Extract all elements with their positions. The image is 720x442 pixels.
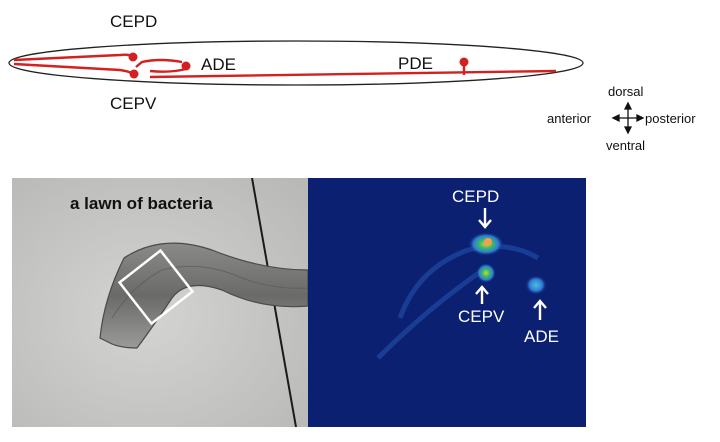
fluor-ade-label: ADE — [524, 327, 559, 346]
compass-anterior-label: anterior — [547, 111, 592, 126]
pde-neuron-soma — [459, 57, 469, 67]
cepd-neuron-soma — [128, 52, 138, 62]
cepd-arrow-icon — [478, 208, 492, 229]
compass-posterior-label: posterior — [645, 111, 696, 126]
cepv-arrow-icon — [475, 285, 489, 304]
ade-neuron-process — [135, 58, 187, 73]
pde-neuron-process — [149, 69, 557, 79]
fluor-cepv-label: CEPV — [458, 307, 505, 326]
ade-neuron-soma — [181, 61, 191, 71]
pde-label: PDE — [398, 54, 433, 73]
ade-label: ADE — [201, 55, 236, 74]
brightfield-photo: a lawn of bacteria — [12, 178, 308, 427]
cepv-neuron-soma — [129, 69, 139, 79]
cepv-signal — [476, 263, 496, 283]
ade-arrow-icon — [533, 299, 547, 320]
fluorescence-image — [308, 178, 586, 427]
ade-signal — [525, 275, 547, 295]
brightfield-image — [12, 178, 308, 427]
worm-schematic — [8, 40, 645, 135]
region-of-interest-box — [117, 248, 195, 326]
cepd-neuron-process — [13, 53, 133, 62]
compass-arrows-icon — [611, 101, 645, 135]
cepd-label: CEPD — [110, 12, 158, 31]
worm-autofluorescence — [376, 243, 540, 360]
worm-body-outline — [8, 40, 584, 86]
compass-dorsal-label: dorsal — [608, 84, 644, 99]
photo-caption: a lawn of bacteria — [70, 194, 213, 213]
cepv-label: CEPV — [110, 94, 157, 113]
compass-ventral-label: ventral — [606, 138, 646, 153]
fluorescence-image-panel: CEPD CEPV ADE — [308, 178, 586, 427]
fluor-cepd-label: CEPD — [452, 187, 500, 206]
